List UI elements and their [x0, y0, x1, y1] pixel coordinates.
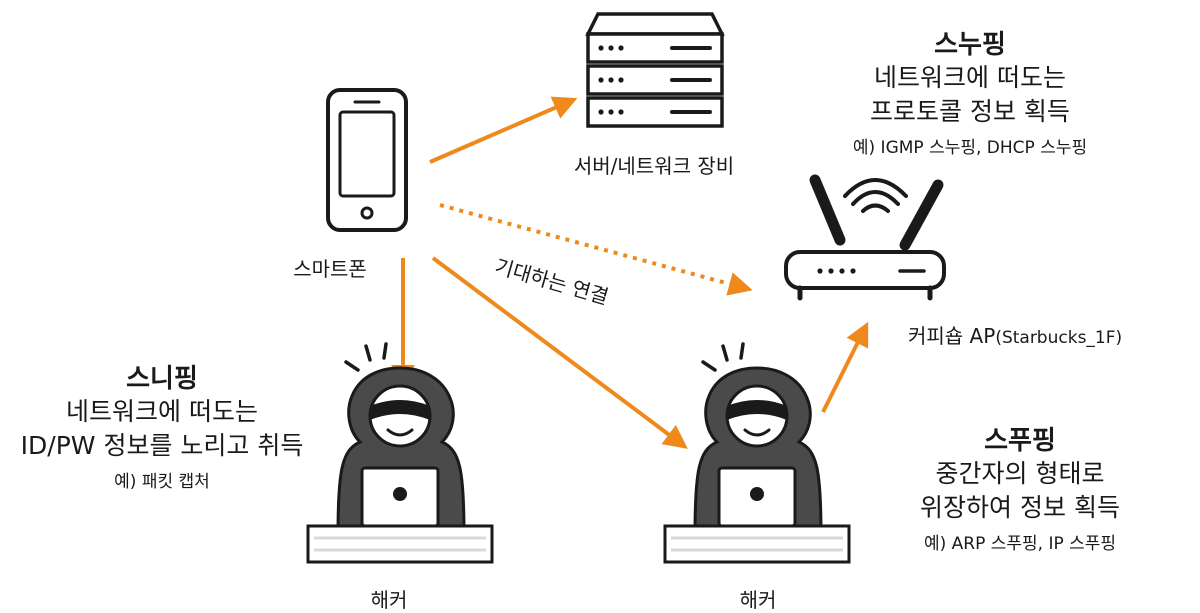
hacker-right-label: 해커	[739, 588, 777, 612]
arrow-phone-to-hacker-right	[431, 256, 688, 449]
sniffing-example: 예) 패킷 캡처	[114, 472, 210, 492]
snooping-example: 예) IGMP 스누핑, DHCP 스누핑	[852, 138, 1088, 158]
sniffing-block: 스니핑 네트워크에 떠도는 ID/PW 정보를 노리고 취득 예) 패킷 캡처	[21, 358, 304, 492]
snooping-line1: 네트워크에 떠도는	[874, 63, 1066, 92]
arrow-phone-to-server	[429, 96, 578, 164]
server-label: 서버/네트워크 장비	[573, 154, 735, 178]
server-icon	[585, 12, 725, 128]
ap-ssid: (Starbucks_1F)	[995, 328, 1123, 348]
snooping-title: 스누핑	[934, 30, 1006, 60]
smartphone-icon	[326, 88, 408, 232]
spoofing-line1: 중간자의 형태로	[935, 459, 1105, 488]
router-icon	[784, 174, 946, 301]
sniffing-line2: ID/PW 정보를 노리고 취득	[20, 431, 304, 460]
phone-label: 스마트폰	[293, 257, 367, 281]
arrow-hacker-to-ap	[821, 321, 869, 413]
ap-label: 커피숍 AP(Starbucks_1F)	[908, 320, 1122, 349]
hacker-icon	[663, 342, 851, 564]
hacker-icon	[306, 342, 494, 564]
spoofing-block: 스푸핑 중간자의 형태로 위장하여 정보 획득 예) ARP 스푸핑, IP 스…	[920, 420, 1120, 554]
sniffing-line1: 네트워크에 떠도는	[66, 397, 258, 426]
hacker-left-label: 해커	[370, 588, 408, 612]
spoofing-title: 스푸핑	[984, 426, 1056, 456]
spoofing-line2: 위장하여 정보 획득	[920, 493, 1120, 522]
snooping-line2: 프로토콜 정보 획득	[870, 97, 1070, 126]
sniffing-title: 스니핑	[126, 364, 198, 394]
snooping-block: 스누핑 네트워크에 떠도는 프로토콜 정보 획득 예) IGMP 스누핑, DH…	[853, 24, 1087, 158]
spoofing-example: 예) ARP 스푸핑, IP 스푸핑	[923, 534, 1117, 554]
arrow-expected-connection	[439, 203, 753, 296]
ap-name: 커피숍 AP	[908, 324, 996, 348]
